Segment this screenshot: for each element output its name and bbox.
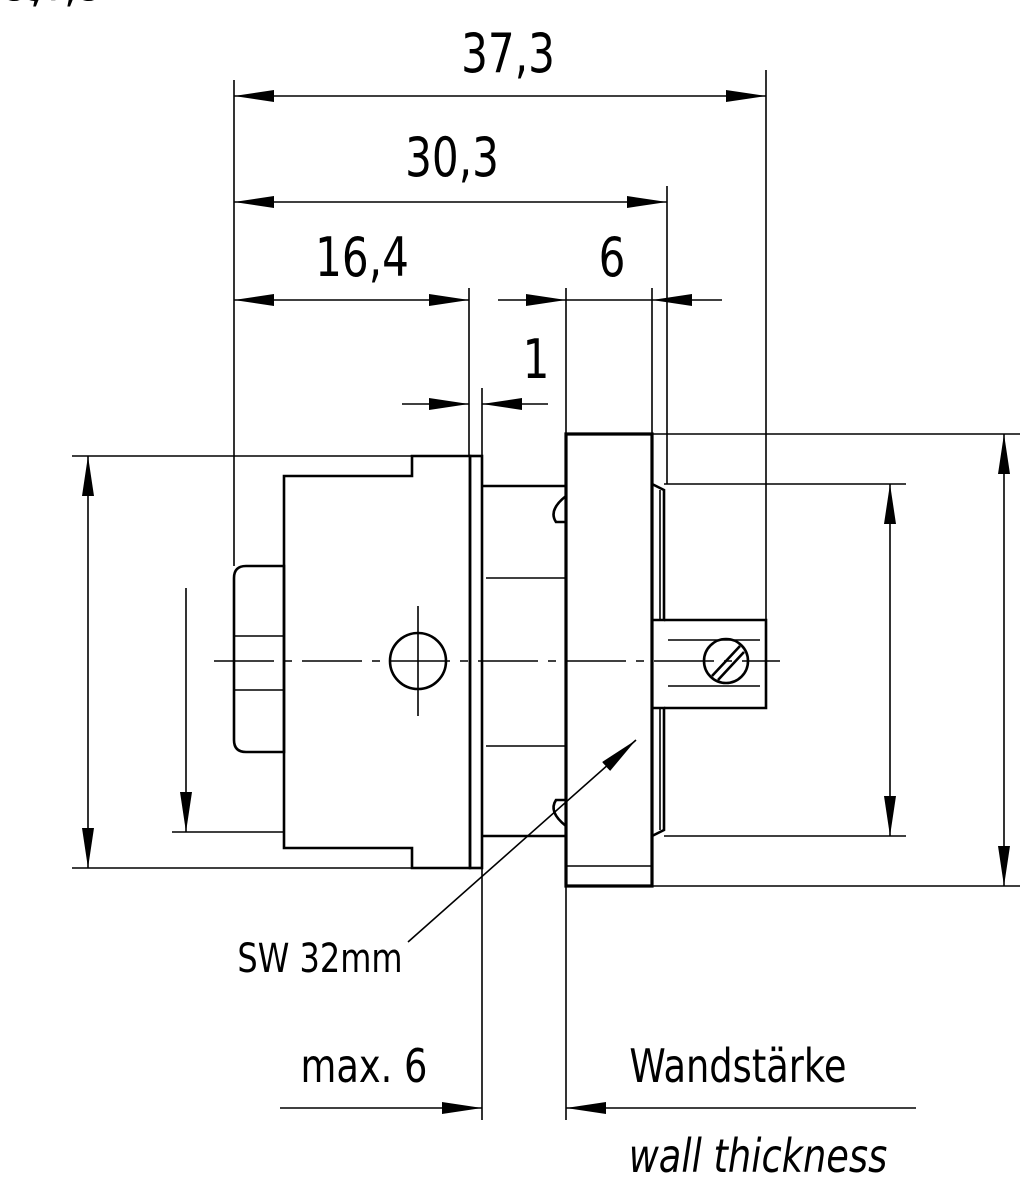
- hex-flange: [564, 432, 654, 888]
- connector-outline: [232, 432, 768, 888]
- dim-30-3: 30,3: [405, 127, 499, 189]
- dim-16-4: 16,4: [315, 227, 409, 289]
- extension-lines: [72, 70, 1020, 1120]
- sw-leader: [407, 739, 637, 943]
- label-wall-thickness: wall thickness: [629, 1129, 888, 1183]
- label-wandstaerke: Wandstärke: [629, 1039, 846, 1093]
- label-sw: SW 32mm: [237, 934, 402, 981]
- dim-1: 1: [523, 329, 550, 391]
- dimension-lines: [82, 90, 1010, 1114]
- dimension-labels: 37,3 30,3 16,4 6 1 Ø 29 Rd 24 M25 x 1,5 …: [0, 0, 887, 1183]
- housing-plate: [468, 454, 484, 870]
- dim-6: 6: [599, 227, 626, 289]
- dim-d29: Ø 29: [0, 0, 50, 13]
- dim-37-3: 37,3: [461, 23, 555, 85]
- main-housing: [282, 454, 472, 870]
- dim-m25: M25 x 1,5: [0, 0, 104, 13]
- coupling-nut: [232, 564, 286, 754]
- dim-d35-7: Ø 35,7: [0, 0, 70, 13]
- label-max6: max. 6: [301, 1039, 428, 1093]
- mounting-thread: [651, 482, 666, 622]
- dim-rd24: Rd 24: [0, 0, 61, 13]
- cable-stub: [664, 618, 768, 710]
